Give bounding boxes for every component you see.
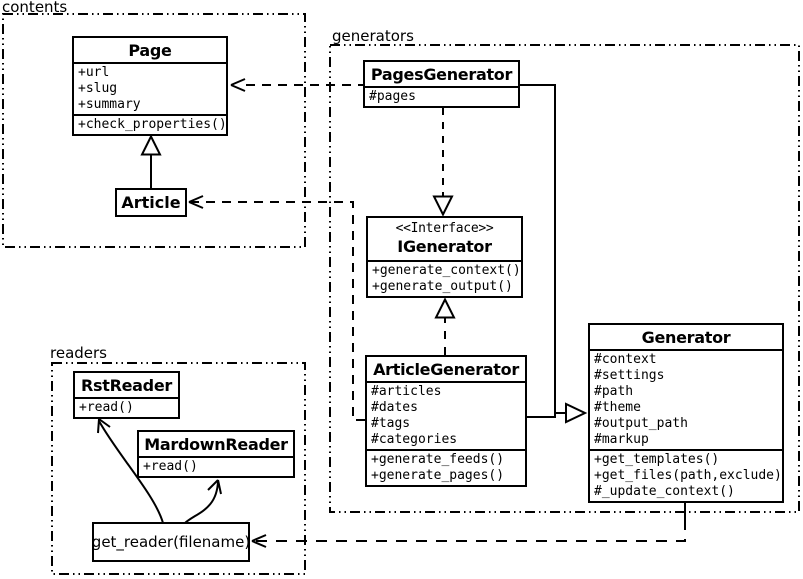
- class-attribute: #context: [594, 352, 657, 367]
- class-attribute: +summary: [78, 97, 141, 112]
- class-method: +generate_output(): [372, 279, 513, 294]
- methods-compartment: +generate_feeds() +generate_pages(): [367, 449, 525, 485]
- function-label: get_reader(filename): [91, 533, 251, 551]
- class-attribute: +url: [78, 65, 110, 80]
- class-method: #_update_context(): [594, 484, 735, 499]
- class-attribute: #dates: [371, 400, 418, 415]
- class-title: MardownReader: [144, 434, 288, 454]
- class-attribute: +slug: [78, 81, 118, 96]
- inheritance-triangle-icon: [565, 402, 588, 424]
- class-box-generator: Generator #context #settings #path #them…: [588, 323, 784, 503]
- class-method: +generate_context(): [372, 263, 521, 278]
- class-attribute: #theme: [594, 400, 641, 415]
- class-method: +generate_feeds(): [371, 452, 505, 467]
- methods-compartment: +generate_context() +generate_output(): [368, 260, 521, 296]
- class-title: ArticleGenerator: [373, 359, 519, 379]
- class-attribute: #markup: [594, 432, 649, 447]
- class-method: +check_properties(): [78, 117, 227, 132]
- class-method: +get_templates(): [594, 452, 720, 467]
- class-title: PagesGenerator: [370, 64, 513, 84]
- arrow-curve-getreader-to-rstreader: [98, 420, 164, 524]
- class-attribute: #pages: [369, 89, 416, 104]
- package-border-readers: [51, 362, 306, 575]
- class-box-pagesgenerator: PagesGenerator #pages: [363, 60, 520, 108]
- attributes-compartment: +url +slug +summary: [74, 62, 226, 114]
- interface-box-igenerator: <<Interface>> IGenerator +generate_conte…: [366, 216, 523, 298]
- open-arrowhead-icon: [251, 534, 267, 548]
- class-method: +read(): [79, 400, 134, 415]
- package-label-contents: contents: [2, 0, 68, 16]
- class-attribute: #path: [594, 384, 634, 399]
- class-box-page: Page +url +slug +summary +check_properti…: [72, 36, 228, 136]
- open-arrowhead-icon: [97, 418, 111, 434]
- class-method: +read(): [143, 459, 198, 474]
- open-arrowhead-icon: [230, 78, 246, 92]
- class-box-mardownreader: MardownReader +read(): [137, 430, 295, 478]
- attributes-compartment: #articles #dates #tags #categories: [367, 381, 525, 449]
- class-title: <<Interface>> IGenerator: [368, 218, 521, 260]
- dependency-line-generator-to-getreader: [254, 519, 686, 542]
- open-arrowhead-icon: [207, 479, 222, 495]
- inheritance-line-articlegenerator-to-generator: [527, 413, 556, 418]
- class-box-rstreader: RstReader +read(): [73, 371, 180, 419]
- class-attribute: #categories: [371, 432, 458, 447]
- interface-name: IGenerator: [397, 237, 492, 256]
- package-label-readers: readers: [50, 344, 107, 362]
- methods-compartment: +read(): [139, 456, 293, 476]
- interface-stereotype: <<Interface>>: [395, 221, 494, 236]
- methods-compartment: +read(): [75, 397, 178, 417]
- class-attribute: #tags: [371, 416, 411, 431]
- attributes-compartment: #pages: [365, 86, 518, 106]
- class-title: Article: [121, 193, 181, 212]
- inheritance-line-pagesgenerator-to-generator: [520, 84, 566, 414]
- function-box-get-reader: get_reader(filename): [92, 522, 250, 562]
- arrow-curve-getreader-to-mardownreader: [184, 480, 219, 524]
- dependency-line-articlegenerator-to-article: [191, 201, 365, 421]
- inheritance-triangle-icon: [140, 134, 162, 156]
- package-border-generators: [329, 44, 800, 513]
- class-title: Generator: [641, 327, 731, 347]
- realization-triangle-icon: [434, 297, 456, 319]
- class-method: +get_files(path,exclude): [594, 468, 782, 483]
- class-title: RstReader: [81, 375, 172, 395]
- realization-triangle-icon: [432, 195, 454, 217]
- open-arrowhead-icon: [188, 195, 204, 209]
- class-attribute: #settings: [594, 368, 665, 383]
- attributes-compartment: #context #settings #path #theme #output_…: [590, 349, 782, 449]
- class-title: Page: [128, 40, 172, 60]
- class-attribute: #output_path: [594, 416, 688, 431]
- methods-compartment: +check_properties(): [74, 114, 227, 134]
- class-method: +generate_pages(): [371, 468, 505, 483]
- methods-compartment: +get_templates() +get_files(path,exclude…: [590, 449, 782, 501]
- package-border-contents: [2, 13, 306, 248]
- class-attribute: #articles: [371, 384, 442, 399]
- class-box-article: Article: [115, 188, 187, 217]
- package-label-generators: generators: [332, 27, 414, 45]
- class-box-articlegenerator: ArticleGenerator #articles #dates #tags …: [365, 355, 527, 487]
